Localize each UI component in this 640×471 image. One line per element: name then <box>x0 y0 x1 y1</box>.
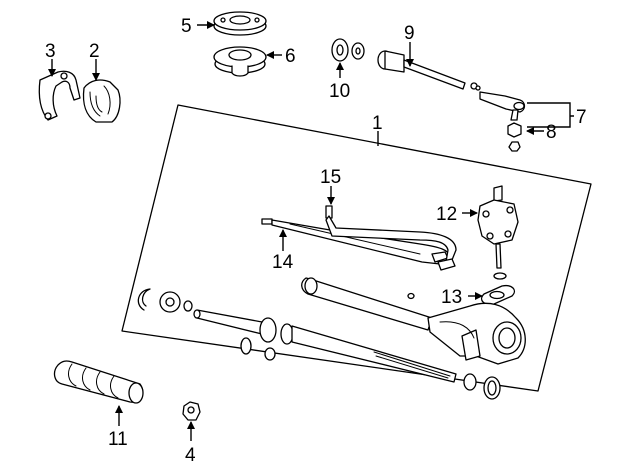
rack-bushing[interactable] <box>159 291 193 313</box>
callout-10: 10 <box>329 81 350 102</box>
nut-part-8[interactable] <box>507 122 522 152</box>
rack-shaft[interactable] <box>193 309 457 383</box>
inner-tie-rod-part-9[interactable] <box>377 50 481 91</box>
bushing-clamp-part-3[interactable] <box>38 70 81 121</box>
callout-13: 13 <box>441 287 462 308</box>
callout-8: 8 <box>546 122 557 143</box>
snap-ring[interactable] <box>137 288 151 311</box>
end-seals[interactable] <box>463 373 501 400</box>
washer-part-10[interactable] <box>331 38 365 62</box>
callout-1: 1 <box>372 113 383 134</box>
callout-3: 3 <box>45 41 56 62</box>
callout-2: 2 <box>89 41 100 62</box>
bushing-part-2[interactable] <box>82 79 121 123</box>
o-ring-seals[interactable] <box>240 337 276 361</box>
callout-6: 6 <box>285 46 296 67</box>
valve-body-part-12[interactable] <box>477 185 519 280</box>
return-line-part-15[interactable] <box>325 205 457 271</box>
callout-12: 12 <box>436 204 457 225</box>
gasket-part-13[interactable] <box>480 284 516 306</box>
callout-7: 7 <box>576 107 587 128</box>
pressure-line-part-14[interactable] <box>261 218 451 265</box>
callout-9: 9 <box>404 23 415 44</box>
mount-cushion-part-6[interactable] <box>213 46 267 77</box>
rack-housing[interactable] <box>301 277 526 365</box>
boot-part-11[interactable] <box>53 360 144 404</box>
callout-15: 15 <box>320 167 341 188</box>
callout-11: 11 <box>108 429 128 450</box>
mount-cushion-part-5[interactable] <box>213 11 267 36</box>
callout-5: 5 <box>181 16 192 37</box>
nut-part-4[interactable] <box>182 401 201 421</box>
callout-14: 14 <box>272 252 294 273</box>
leader-7 <box>527 102 574 128</box>
callout-4: 4 <box>185 445 196 466</box>
tie-rod-end-part-7[interactable] <box>479 91 526 121</box>
